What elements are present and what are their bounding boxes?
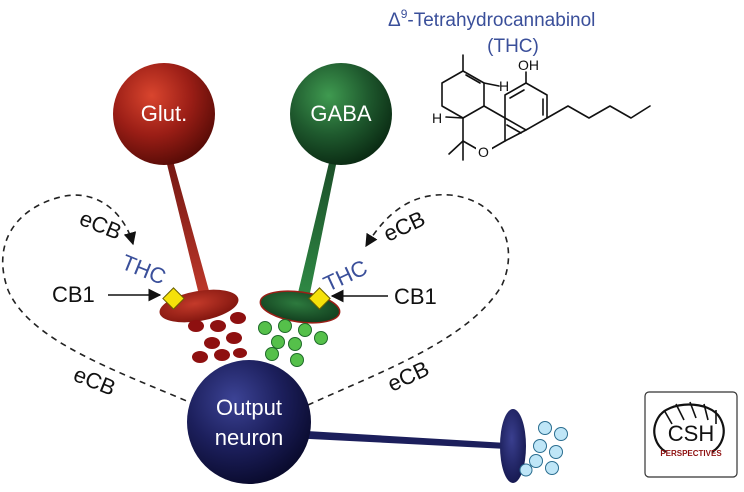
gaba-vesicle bbox=[278, 319, 292, 333]
glut-label: Glut. bbox=[141, 101, 187, 126]
gaba-vesicle bbox=[265, 347, 279, 361]
gaba-label: GABA bbox=[310, 101, 371, 126]
atom-oh: OH bbox=[518, 57, 539, 73]
output-vesicle bbox=[538, 421, 552, 435]
cb1-receptor-right bbox=[308, 287, 331, 310]
cb1-label-left: CB1 bbox=[52, 282, 95, 307]
glut-neuron-body bbox=[113, 63, 215, 165]
output-vesicle bbox=[545, 461, 559, 475]
glut-vesicle bbox=[226, 332, 242, 344]
ecb-label-top-right: eCB bbox=[380, 206, 429, 247]
output-vesicle bbox=[549, 445, 563, 459]
molecule-title: Δ9-Tetrahydrocannabinol bbox=[388, 7, 595, 31]
cb1-label-right: CB1 bbox=[394, 284, 437, 309]
output-axon bbox=[290, 430, 507, 449]
gaba-vesicle bbox=[271, 335, 285, 349]
ecb-loop-right bbox=[307, 194, 510, 406]
logo-sub: PERSPECTIVES bbox=[660, 449, 722, 458]
atom-h-left: H bbox=[432, 110, 442, 126]
glut-vesicle bbox=[214, 349, 230, 361]
output-vesicle bbox=[519, 463, 533, 477]
gaba-vesicles bbox=[258, 319, 328, 367]
cb1-receptor-left bbox=[162, 287, 185, 310]
atom-o: O bbox=[478, 144, 489, 160]
output-vesicle bbox=[533, 439, 547, 453]
csh-perspectives-logo: CSH PERSPECTIVES bbox=[644, 391, 738, 478]
output-terminal bbox=[500, 409, 526, 483]
glut-vesicle bbox=[192, 351, 208, 363]
gaba-vesicle bbox=[288, 337, 302, 351]
ecb-label-bottom-right: eCB bbox=[384, 356, 433, 397]
dna-helix-icon bbox=[653, 403, 725, 453]
output-vesicles bbox=[519, 421, 568, 477]
thc-structure bbox=[441, 54, 651, 161]
gaba-vesicle bbox=[290, 353, 304, 367]
glut-vesicle bbox=[233, 348, 247, 358]
output-label-line2: neuron bbox=[215, 425, 284, 450]
glut-axon bbox=[164, 150, 211, 299]
gaba-neuron-body bbox=[290, 63, 392, 165]
glut-vesicles bbox=[188, 312, 247, 363]
ecb-loop-left bbox=[2, 194, 197, 406]
atom-h-top: H bbox=[499, 78, 509, 94]
molecule-title-superscript: 9 bbox=[401, 7, 408, 21]
glut-vesicle bbox=[230, 312, 246, 324]
logo-main: CSH bbox=[668, 421, 714, 446]
gaba-vesicle bbox=[314, 331, 328, 345]
ecb-label-bottom-left: eCB bbox=[70, 361, 119, 400]
output-neuron-body bbox=[187, 360, 311, 484]
glut-vesicle bbox=[204, 337, 220, 349]
glut-vesicle bbox=[188, 320, 204, 332]
output-vesicle bbox=[529, 454, 543, 468]
glut-vesicle bbox=[210, 320, 226, 332]
gaba-axon bbox=[297, 150, 339, 298]
gaba-vesicle bbox=[258, 321, 272, 335]
output-label-line1: Output bbox=[216, 395, 282, 420]
gaba-vesicle bbox=[298, 323, 312, 337]
molecule-title-delta: Δ bbox=[388, 10, 401, 31]
molecule-subtitle: (THC) bbox=[487, 36, 539, 57]
molecule-title-rest: -Tetrahydrocannabinol bbox=[407, 10, 595, 31]
thc-label-left: THC bbox=[118, 249, 169, 289]
ecb-label-top-left: eCB bbox=[76, 205, 125, 244]
thc-label-right: THC bbox=[320, 255, 372, 297]
atom-o-bg bbox=[476, 144, 492, 160]
output-vesicle bbox=[554, 427, 568, 441]
